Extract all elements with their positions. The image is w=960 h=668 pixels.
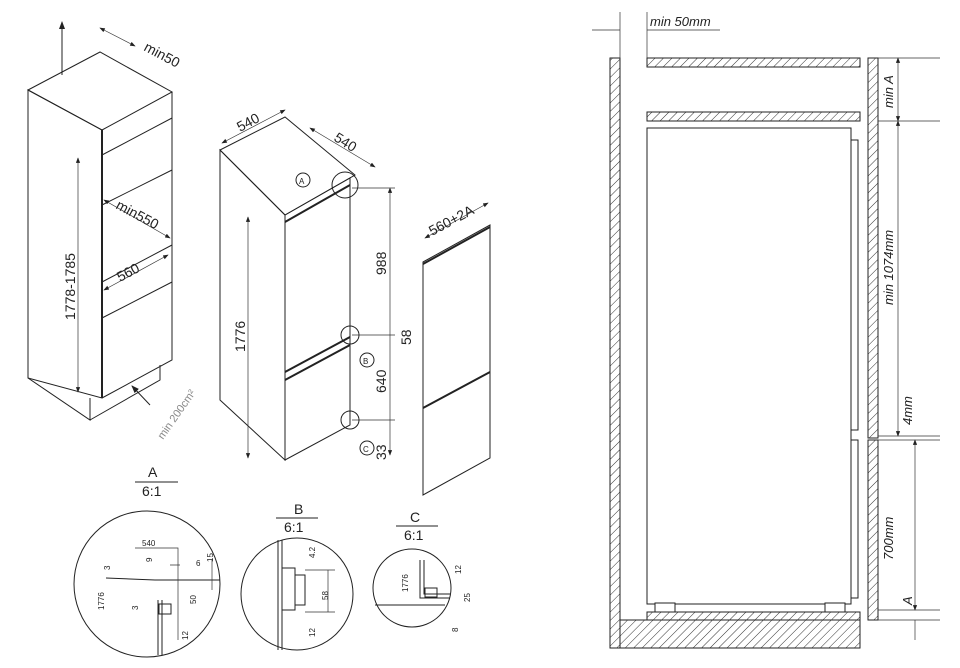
dim-panel-width: 560+2A (426, 201, 477, 238)
svg-text:A: A (148, 464, 158, 480)
dim-top-gap: min 50mm (650, 14, 711, 29)
svg-text:4.2: 4.2 (308, 546, 317, 558)
dim-a: A (900, 596, 915, 606)
svg-text:9: 9 (145, 557, 154, 562)
callout-a: A (299, 177, 305, 186)
dim-vent-area: min 200cm² (156, 387, 199, 441)
detail-b: B 6:1 4.2 58 12 (240, 501, 354, 651)
detail-a: A 6:1 540 9 6 15 3 1776 3 50 12 (73, 464, 221, 658)
svg-text:1776: 1776 (97, 592, 106, 610)
dim-door-gap: 58 (398, 329, 414, 345)
airflow-in-arrow (131, 385, 151, 406)
svg-text:C: C (410, 509, 420, 525)
svg-text:25: 25 (463, 593, 472, 602)
detail-c: C 6:1 1776 12 25 8 (372, 509, 472, 632)
callout-b: B (363, 357, 368, 366)
svg-text:3: 3 (103, 565, 112, 570)
svg-text:6:1: 6:1 (404, 527, 424, 543)
dim-upper-min: min 1074mm (881, 230, 896, 305)
svg-text:6: 6 (196, 559, 201, 568)
svg-text:B: B (294, 501, 303, 517)
dim-min-a: min A (881, 75, 896, 108)
svg-text:6:1: 6:1 (284, 519, 304, 535)
dim-appliance-depth: 540 (331, 129, 359, 155)
dim-lower: 700mm (881, 516, 896, 560)
svg-text:12: 12 (454, 565, 463, 574)
svg-text:6:1: 6:1 (142, 483, 162, 499)
svg-text:12: 12 (181, 631, 190, 640)
cabinet-isometric: min50 min550 560 1778-1785 min 200cm² (26, 21, 199, 442)
svg-text:50: 50 (189, 595, 198, 604)
dim-top-clearance: min50 (142, 39, 183, 71)
section-view: min 50mm min A min 1074mm 4mm 700mm A (592, 12, 940, 649)
svg-text:1776: 1776 (401, 574, 410, 592)
dim-4mm-gap: 4mm (900, 396, 915, 425)
dim-appliance-height: 1776 (232, 321, 248, 352)
appliance-isometric: A B C 540 540 1776 988 58 640 33 (219, 109, 414, 462)
dim-cabinet-depth: min550 (114, 197, 162, 233)
dim-cabinet-height: 1778-1785 (62, 253, 78, 320)
callout-c: C (363, 445, 369, 454)
svg-text:15: 15 (206, 553, 215, 562)
dim-upper-door: 988 (373, 251, 389, 275)
svg-text:58: 58 (321, 591, 330, 600)
dim-lower-door: 640 (373, 369, 389, 393)
door-panel: 560+2A (422, 201, 491, 496)
dim-bottom: 33 (373, 444, 389, 460)
svg-text:8: 8 (451, 627, 460, 632)
svg-text:540: 540 (142, 539, 156, 548)
svg-text:3: 3 (131, 605, 140, 610)
svg-text:12: 12 (308, 628, 317, 637)
